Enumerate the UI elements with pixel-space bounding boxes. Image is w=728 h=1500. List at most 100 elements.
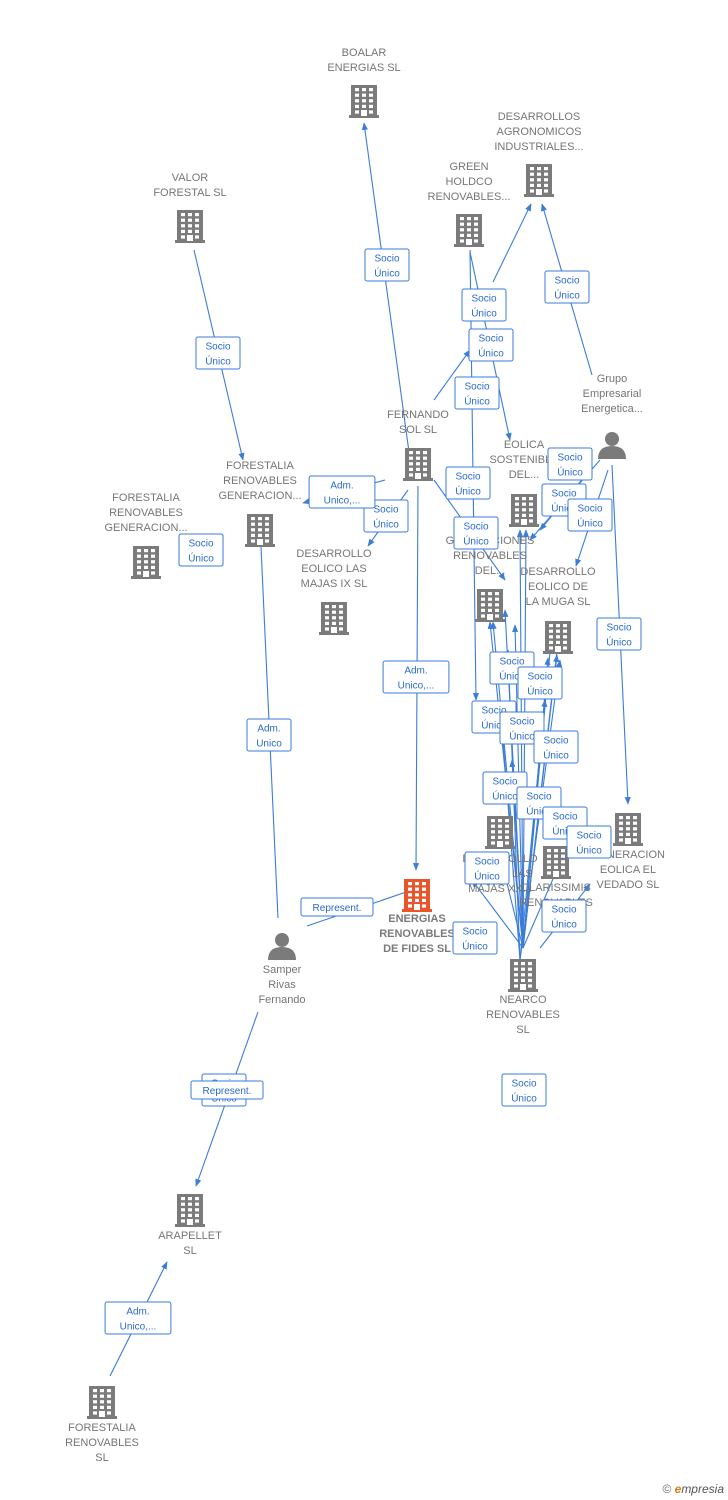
relation-text: Socio	[481, 706, 506, 717]
relation-text: Único	[471, 307, 497, 320]
relation-text: Socio	[464, 382, 489, 393]
node-label: Empresarial	[583, 388, 642, 400]
relation-text: Socio	[552, 812, 577, 823]
relation-text: Adm.	[330, 481, 353, 492]
node-label: EOLICO LAS	[301, 563, 366, 575]
node-label: HOLDCO	[445, 176, 493, 188]
company-icon[interactable]	[485, 816, 515, 849]
relation-text: Único	[527, 685, 553, 698]
person-icon[interactable]	[598, 432, 626, 459]
relation-text: Único	[577, 517, 603, 530]
node-label: ENERGIAS	[388, 913, 445, 925]
relation-text: Socio	[474, 857, 499, 868]
node-label: RENOVABLES	[453, 550, 527, 562]
company-icon[interactable]	[175, 1194, 205, 1227]
edge-line	[492, 203, 532, 283]
copyright-symbol: ©	[662, 1482, 672, 1496]
relation-text: Único	[374, 267, 400, 280]
relation-label[interactable]: Adm.Unico,...	[308, 475, 376, 509]
company-icon[interactable]	[131, 546, 161, 579]
company-icon[interactable]	[454, 214, 484, 247]
node-label: Energetica...	[581, 403, 643, 415]
node-label: Rivas	[268, 979, 296, 991]
company-icon[interactable]	[508, 959, 538, 992]
relation-text: Socio	[373, 505, 398, 516]
relation-label[interactable]: Adm.Unico,...	[382, 660, 450, 694]
relation-text: Socio	[509, 717, 534, 728]
relation-text: Socio	[551, 905, 576, 916]
company-icon[interactable]	[319, 602, 349, 635]
node-label: FORESTALIA	[112, 492, 180, 504]
relation-label[interactable]: Adm.Unico	[246, 718, 292, 752]
node-label: MAJAS XX...	[468, 883, 532, 895]
node-label: FORESTALIA	[226, 460, 294, 472]
company-icon[interactable]	[245, 514, 275, 547]
relation-text: Represent.	[203, 1086, 252, 1097]
relation-text: Único	[509, 730, 535, 743]
relation-text: Único	[464, 395, 490, 408]
node-label: AGRONOMICOS	[497, 126, 582, 138]
relation-text: Socio	[492, 777, 517, 788]
company-icon[interactable]	[541, 846, 571, 879]
relation-text: Único	[188, 552, 214, 565]
node-label: Samper	[263, 964, 302, 976]
node-label: SOL SL	[399, 424, 437, 436]
relation-text: Socio	[557, 453, 582, 464]
focus-company-icon[interactable]	[402, 879, 432, 912]
relation-text: Adm.	[257, 724, 280, 735]
node-label: DESARROLLO	[520, 566, 596, 578]
node-label: FORESTAL SL	[153, 187, 226, 199]
relation-text: Socio	[577, 504, 602, 515]
company-icon[interactable]	[509, 494, 539, 527]
relation-label[interactable]: Represent.	[300, 897, 374, 917]
node-label: FERNANDO	[387, 409, 449, 421]
node-label: DEL...	[475, 565, 506, 577]
node-label: SOSTENIBLE	[489, 454, 558, 466]
company-icon[interactable]	[175, 210, 205, 243]
company-icon[interactable]	[349, 85, 379, 118]
company-icon[interactable]	[87, 1386, 117, 1419]
footer-brand[interactable]: © empresia	[662, 1482, 724, 1496]
relation-text: Socio	[551, 489, 576, 500]
company-icon[interactable]	[475, 589, 505, 622]
relation-label[interactable]: Adm.Unico,...	[104, 1301, 172, 1335]
relation-text: Represent.	[313, 903, 362, 914]
node-label: EOLICA EL	[600, 864, 656, 876]
node-label: INDUSTRIALES...	[494, 141, 583, 153]
relation-text: Único	[373, 518, 399, 531]
company-icon[interactable]	[613, 813, 643, 846]
edge-line	[471, 879, 524, 949]
node-label: DESARROLLOS	[498, 111, 581, 123]
company-icon[interactable]	[403, 448, 433, 481]
node-label: RENOVABLES	[486, 1009, 560, 1021]
company-icon[interactable]	[524, 164, 554, 197]
company-icon[interactable]	[543, 621, 573, 654]
person-icon[interactable]	[268, 933, 296, 960]
relation-text: Unico,...	[398, 681, 435, 692]
relation-label[interactable]: Represent.	[190, 1080, 264, 1100]
node-label: SL	[516, 1024, 529, 1036]
node-label: LA MUGA SL	[526, 596, 591, 608]
